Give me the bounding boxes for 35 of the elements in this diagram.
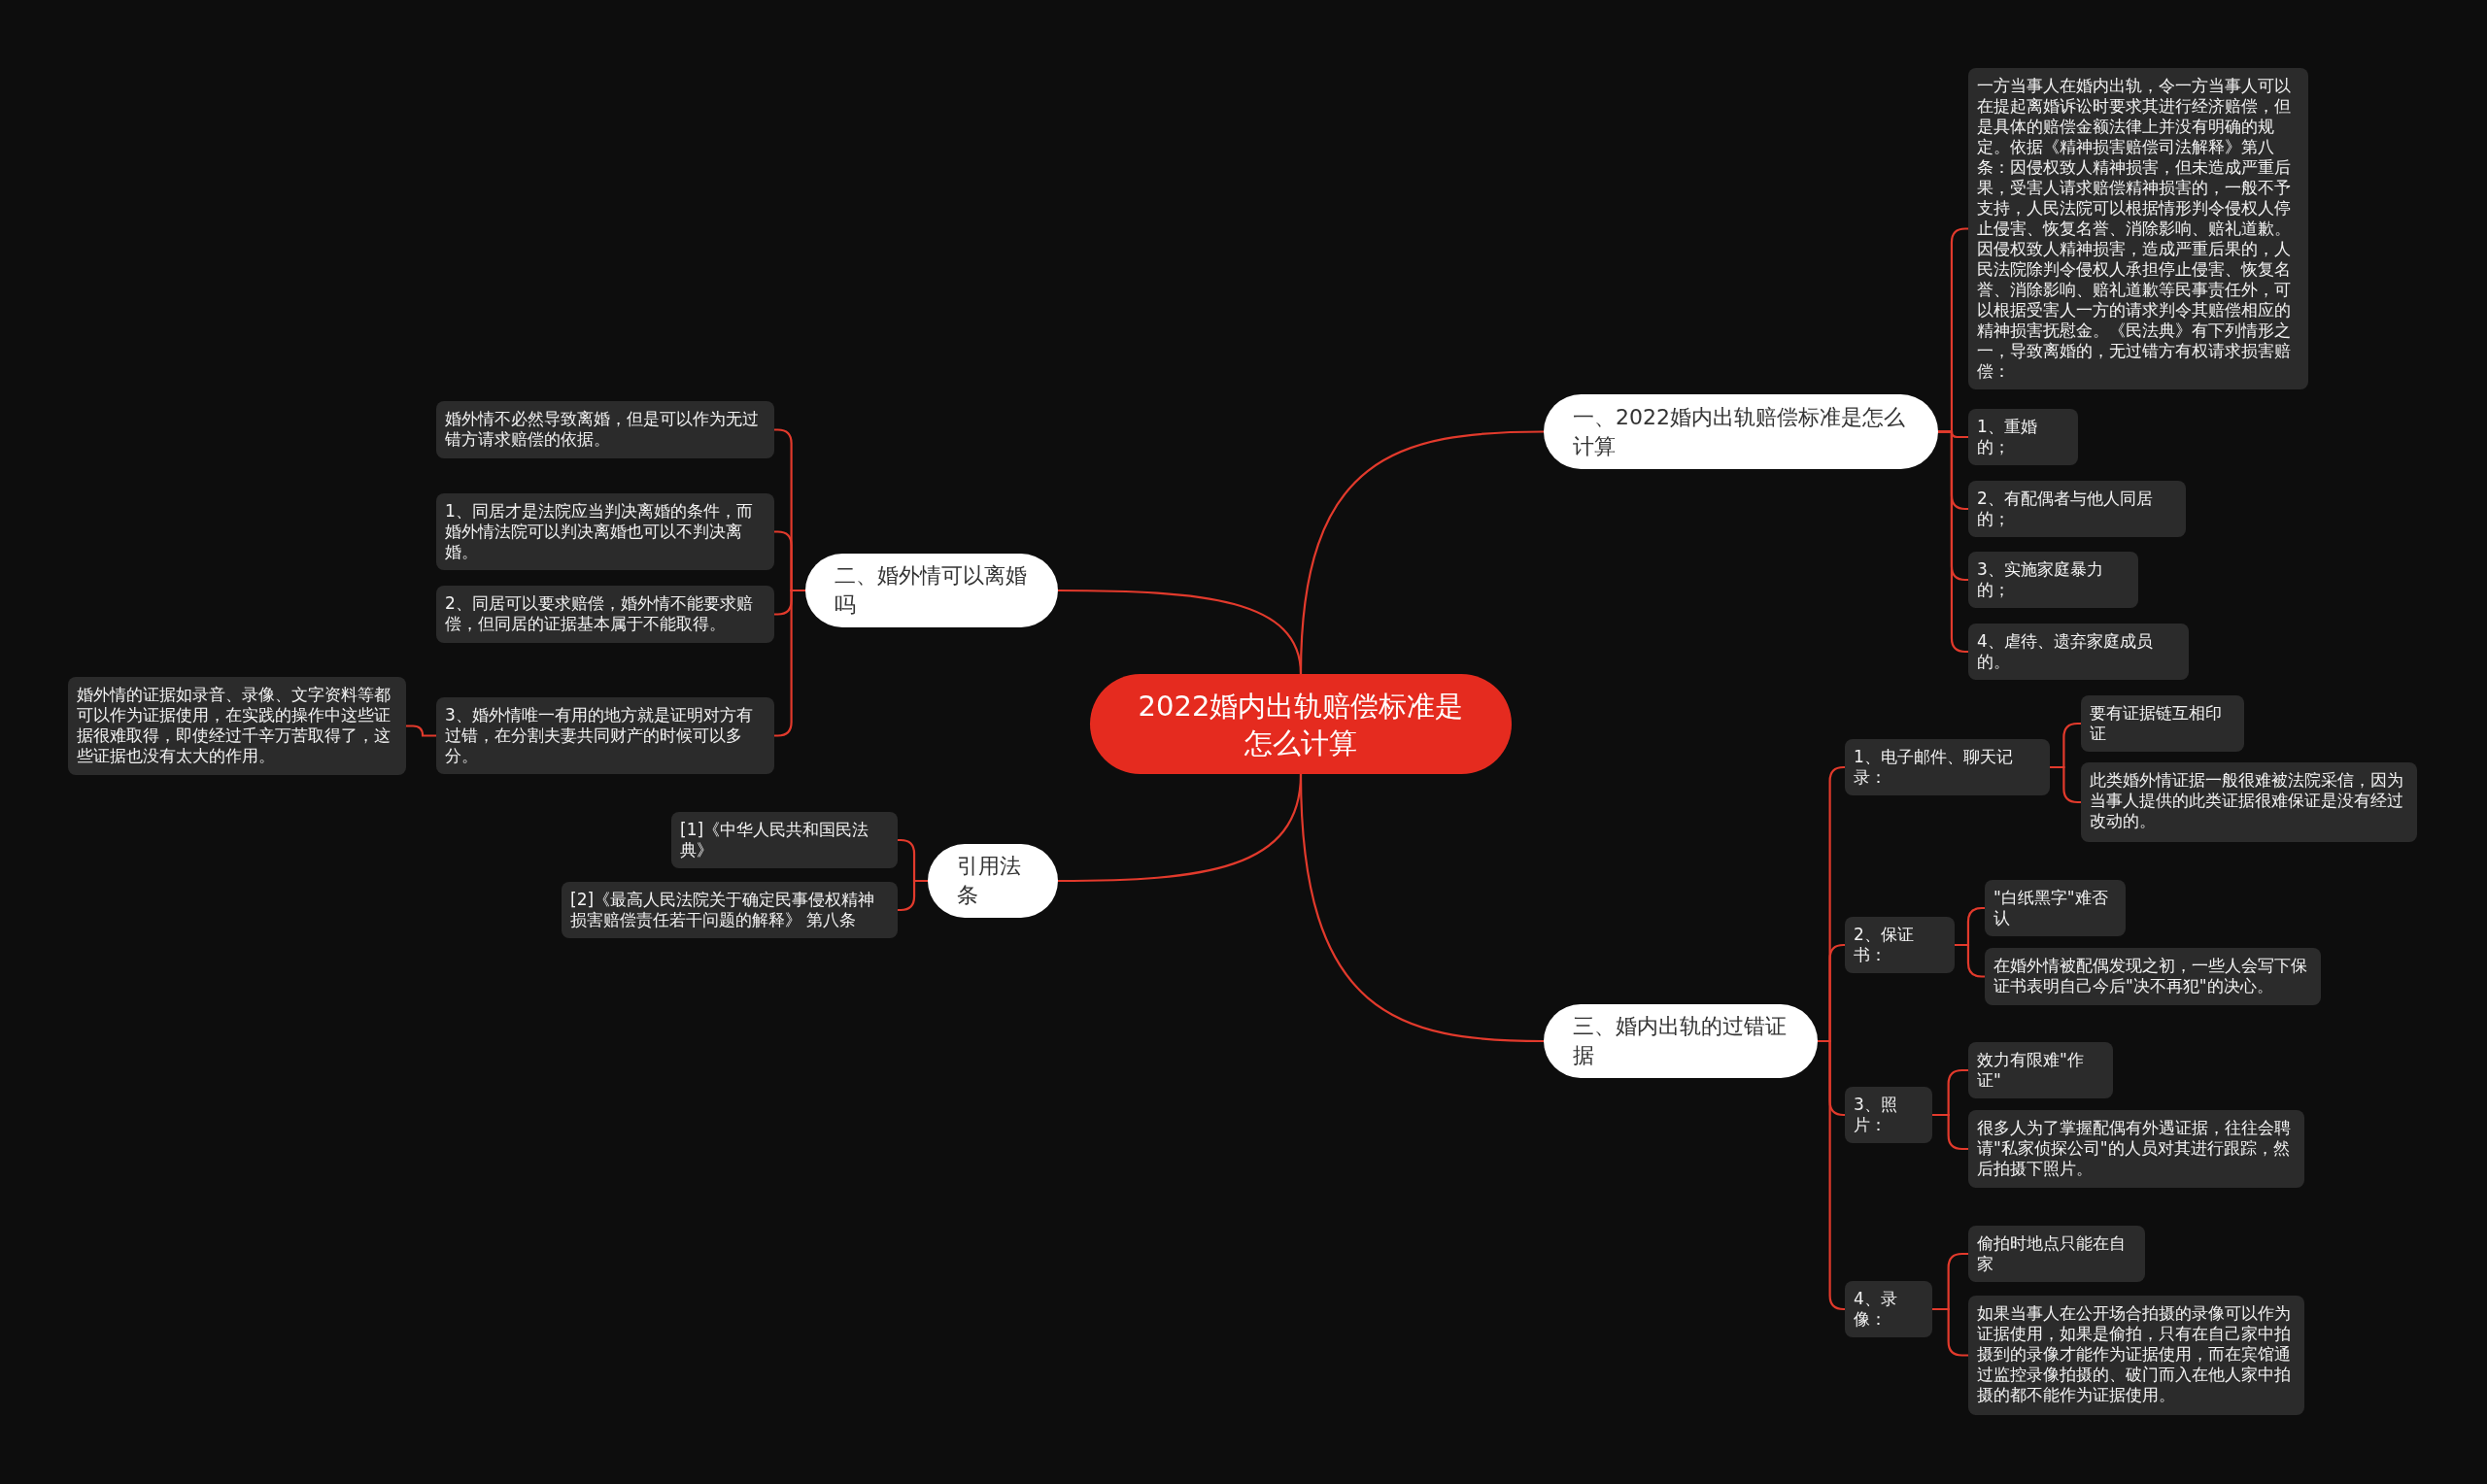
connector-line [1058,589,1303,675]
text-card: 4、录像： [1845,1281,1932,1337]
text-card: 婚外情的证据如录音、录像、文字资料等都可以作为证据使用，在实践的操作中这些证据很难取得，即使经过千辛万苦取得了，这些证据也没有太大的作用。 [68,677,406,775]
text-card: 一方当事人在婚内出轨，令一方当事人可以在提起离婚诉讼时要求其进行经济赔偿，但是具体的赔偿金额法律上并没有明确的规定。依据《精神损害赔偿司法解释》第八条：因侵权致人精神损害，但未造成严重后果，受害人请求赔偿精神损害的，一般不予支持，人民法院可以根据情形判令侵权人停止侵害、恢复名誉、消除影响、赔礼道歉。因侵权致人精神损害，造成严重后果的，人民法院除判令侵权人承担停止侵害、恢复名誉、消除影响、赔礼道歉等民事责任外，可以根据受害人一方的请求判令其赔偿相应的精神损害抚慰金。《民法典》有下列情形之一，导致离婚的，无过错方有权请求损害赔偿： [1968,68,2308,389]
text-card: 3、婚外情唯一有用的地方就是证明对方有过错，在分割夫妻共同财产的时候可以多分。 [436,697,774,774]
text-card: 4、虐待、遗弃家庭成员的。 [1968,624,2189,680]
topic-pill: 二、婚外情可以离婚吗 [805,554,1058,627]
topic-pill: 三、婚内出轨的过错证据 [1544,1004,1818,1078]
text-card: 偷拍时地点只能在自家 [1968,1226,2145,1282]
text-card: 1、同居才是法院应当判决离婚的条件，而婚外情法院可以判决离婚也可以不判决离婚。 [436,493,774,570]
connector-line [1955,943,1985,978]
text-card: 在婚外情被配偶发现之初，一些人会写下保证书表明自己今后"决不再犯"的决心。 [1985,948,2321,1005]
text-card: 2、同居可以要求赔偿，婚外情不能要求赔偿，但同居的证据基本属于不能取得。 [436,586,774,643]
central-topic: 2022婚内出轨赔偿标准是怎么计算 [1090,674,1512,774]
text-card: 效力有限难"作证" [1968,1042,2113,1098]
connector-line [1299,773,1545,1043]
text-card: 1、重婚的； [1968,409,2078,465]
text-card: 1、电子邮件、聊天记录： [1845,739,2050,795]
text-card: 要有证据链互相印证 [2081,695,2244,752]
topic-pill: 一、2022婚内出轨赔偿标准是怎么计算 [1544,394,1938,469]
connector-line [1818,1039,1846,1311]
text-card: 如果当事人在公开场合拍摄的录像可以作为证据使用，如果是偷拍，只有在自己家中拍摄到的录像才能作为证据使用，而在宾馆通过监控录像拍摄的、破门而入在他人家中拍摄的都不能作为证据使用。 [1968,1296,2304,1415]
connector-line [2050,765,2081,804]
text-card: 3、实施家庭暴力的； [1968,552,2138,608]
connector-line [406,725,436,737]
text-card: "白纸黑字"难否认 [1985,880,2126,936]
topic-pill: 引用法条 [928,844,1058,918]
text-card: 婚外情不必然导致离婚，但是可以作为无过错方请求赔偿的依据。 [436,401,774,458]
text-card: [1]《中华人民共和国民法典》 [671,812,898,868]
text-card: [2]《最高人民法院关于确定民事侵权精神损害赔偿责任若干问题的解释》 第八条 [562,882,898,938]
text-card: 3、照片： [1845,1087,1932,1143]
text-card: 2、保证书： [1845,917,1955,973]
text-card: 此类婚外情证据一般很难被法院采信，因为当事人提供的此类证据很难保证是没有经过改动的。 [2081,762,2417,842]
text-card: 2、有配偶者与他人同居的； [1968,481,2186,537]
text-card: 很多人为了掌握配偶有外遇证据，往往会聘请"私家侦探公司"的人员对其进行跟踪，然后拍摄下照片。 [1968,1110,2304,1188]
